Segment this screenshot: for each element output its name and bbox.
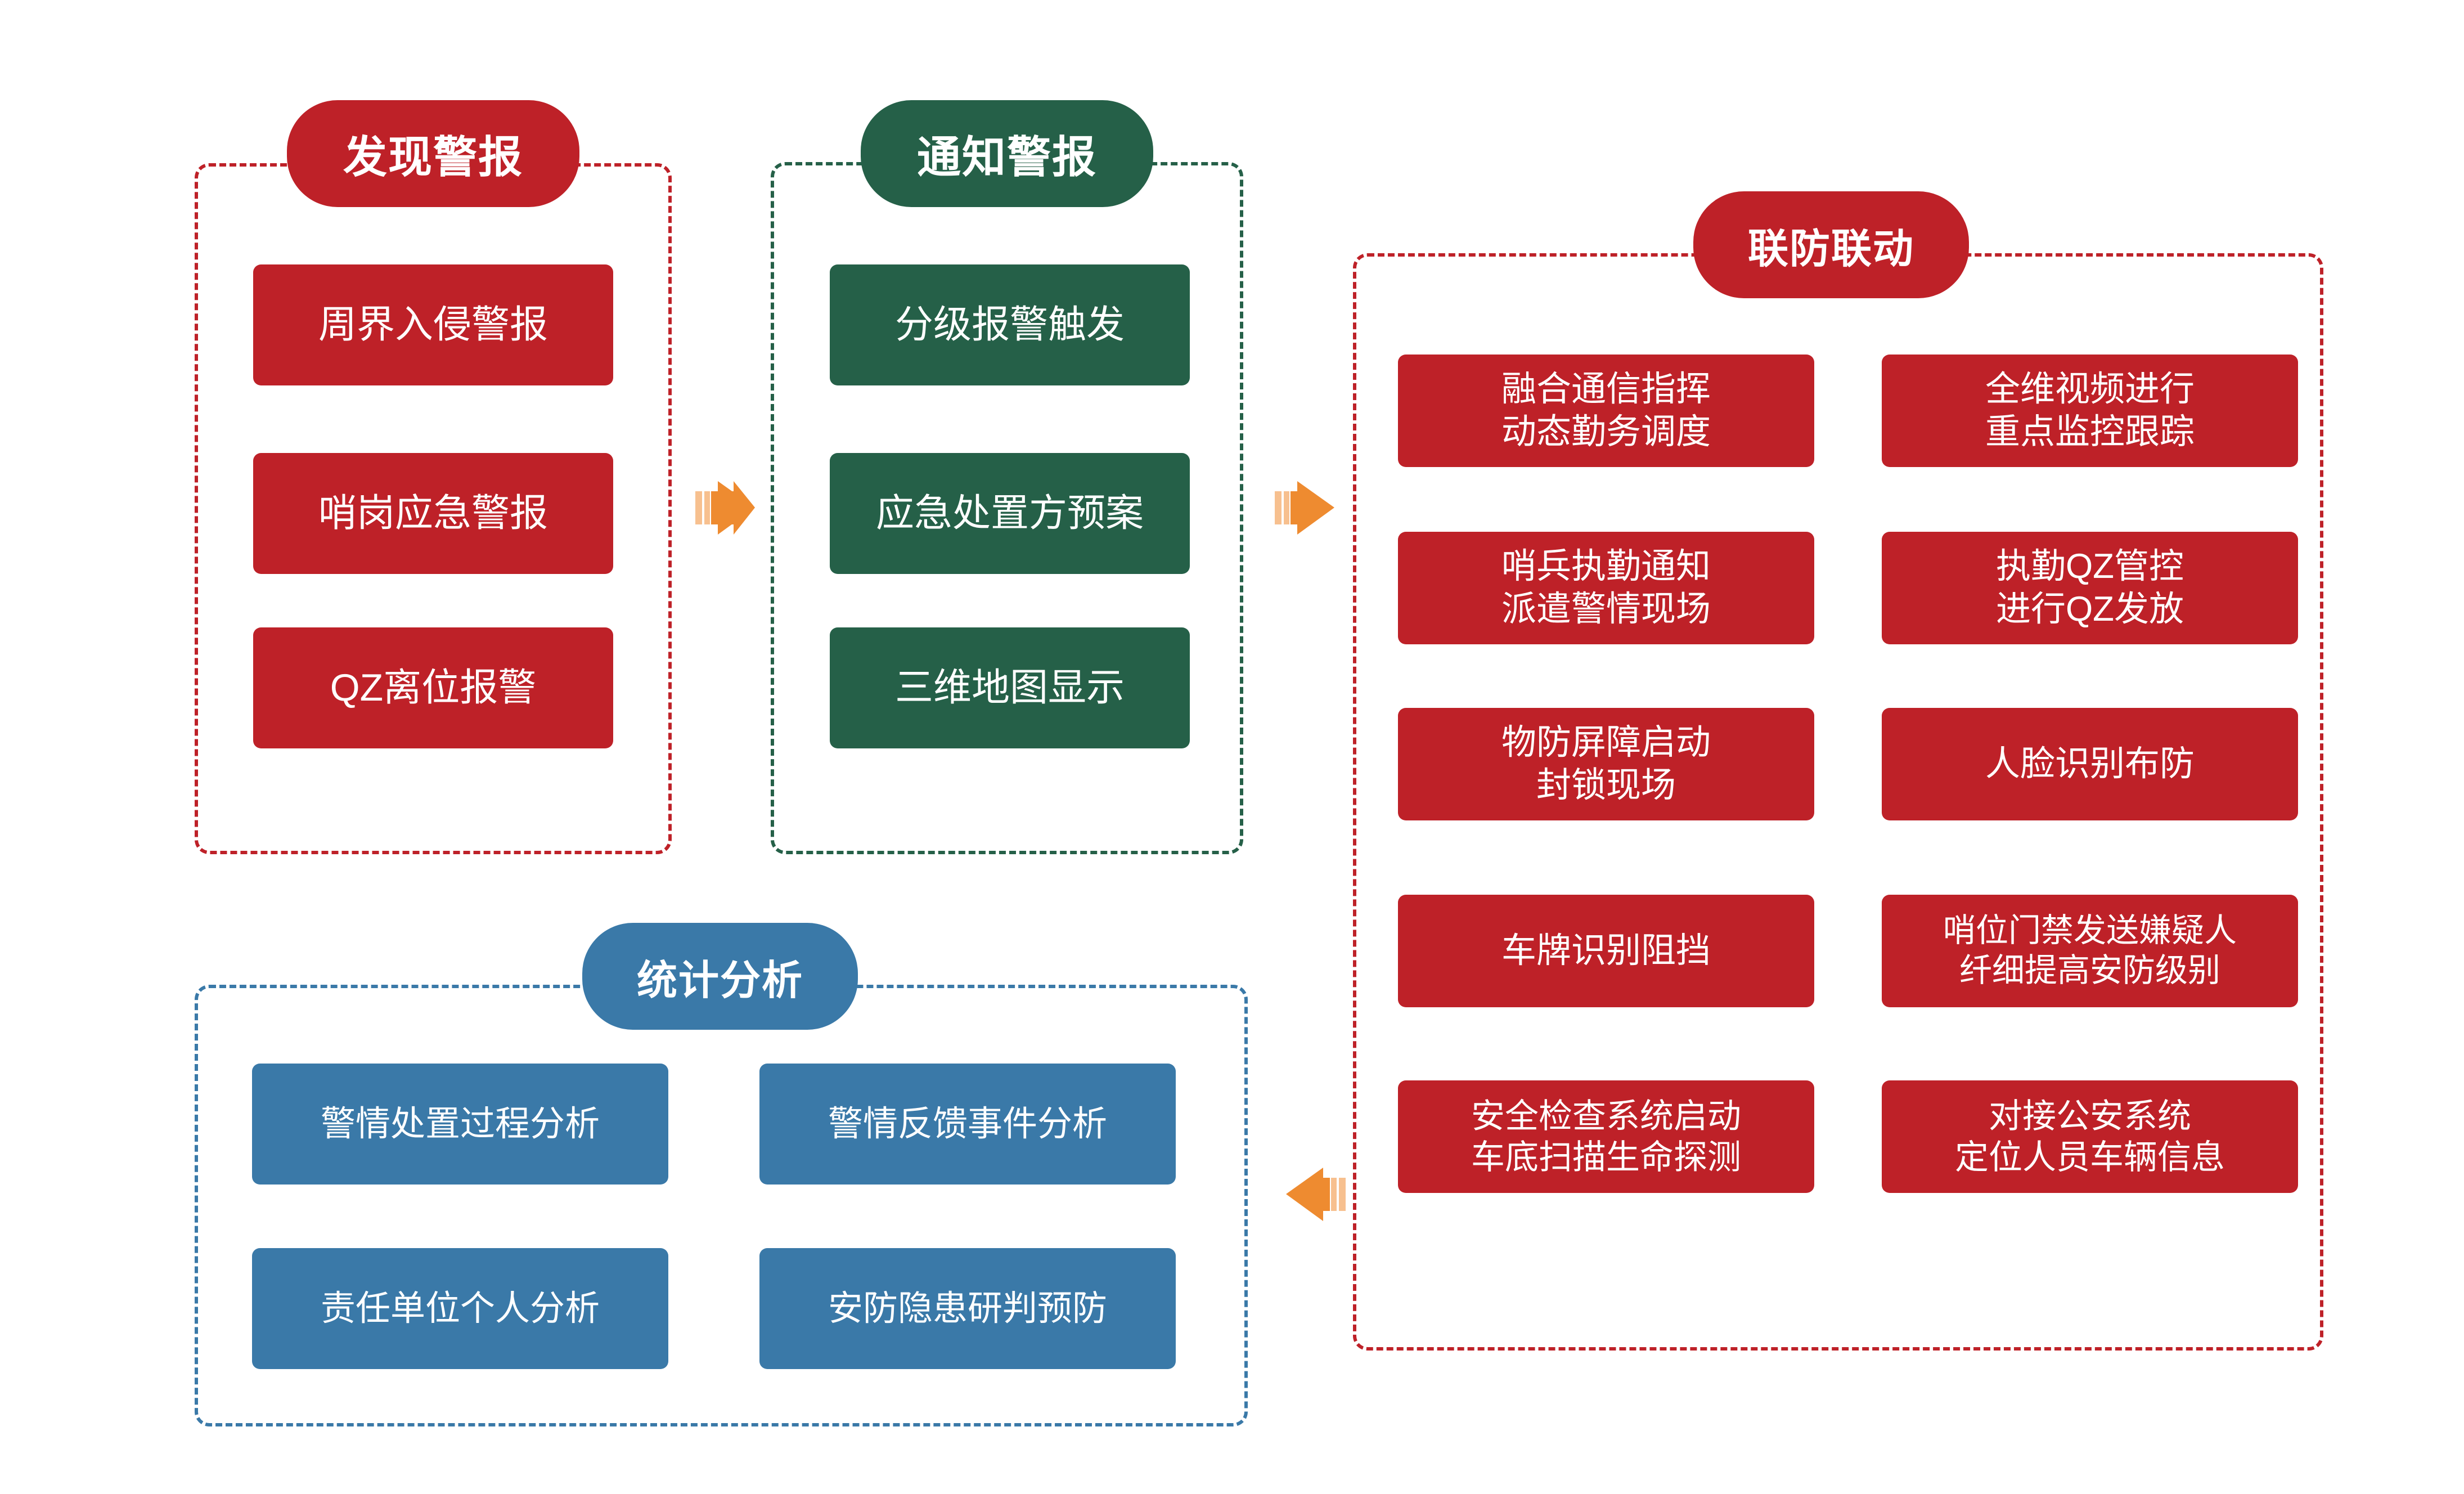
item-label: 责任单位个人分析	[320, 1289, 600, 1328]
item-label-line1: 全维视频进行	[1985, 370, 2195, 409]
item-security-risk-prediction[interactable]: 安防隐患研判预防	[759, 1248, 1176, 1369]
item-label: 警情处置过程分析	[320, 1104, 600, 1143]
item-label-line2: 动态勤务调度	[1501, 412, 1711, 451]
item-label: 哨岗应急警报	[318, 492, 548, 535]
item-omni-video-tracking[interactable]: 全维视频进行 重点监控跟踪	[1882, 355, 2298, 467]
item-label: 车牌识别阻挡	[1501, 931, 1711, 971]
item-public-security-integration[interactable]: 对接公安系统 定位人员车辆信息	[1882, 1080, 2298, 1193]
item-emergency-plan[interactable]: 应急处置方预案	[830, 453, 1190, 574]
item-label: 三维地图显示	[894, 666, 1125, 710]
item-label-line1: 执勤QZ管控	[1995, 547, 2184, 586]
group-title-discover-alarm[interactable]: 发现警报	[287, 100, 579, 207]
item-label: 警情反馈事件分析	[828, 1104, 1107, 1143]
item-label-line1: 安全检查系统启动	[1471, 1097, 1741, 1135]
group-title-statistics-analysis[interactable]: 统计分析	[582, 923, 858, 1030]
item-label: 人脸识别布防	[1985, 744, 2195, 784]
item-sentry-emergency-alarm[interactable]: 哨岗应急警报	[253, 453, 613, 574]
item-fusion-comm-command[interactable]: 融合通信指挥 动态勤务调度	[1398, 355, 1814, 467]
item-responsible-unit-person-analysis[interactable]: 责任单位个人分析	[252, 1248, 668, 1369]
item-face-recognition-deploy[interactable]: 人脸识别布防	[1882, 708, 2298, 820]
item-label-line1: 对接公安系统	[1989, 1097, 2191, 1135]
group-title-joint-defense[interactable]: 联防联动	[1693, 191, 1969, 298]
item-label: 周界入侵警报	[318, 303, 548, 347]
item-label-line2: 定位人员车辆信息	[1955, 1138, 2225, 1176]
item-duty-qz-control[interactable]: 执勤QZ管控 进行QZ发放	[1882, 532, 2298, 644]
item-post-access-suspect-alert[interactable]: 哨位门禁发送嫌疑人 纤细提高安防级别	[1882, 895, 2298, 1007]
arrow-discover-to-notify	[693, 481, 755, 535]
item-label-line2: 封锁现场	[1536, 766, 1676, 805]
item-plate-recognition-block[interactable]: 车牌识别阻挡	[1398, 895, 1814, 1007]
item-label: 应急处置方预案	[875, 492, 1144, 535]
item-label-line2: 车底扫描生命探测	[1471, 1138, 1741, 1176]
item-label-line1: 哨兵执勤通知	[1501, 547, 1711, 586]
item-label: 安防隐患研判预防	[828, 1289, 1107, 1328]
item-alarm-feedback-event-analysis[interactable]: 警情反馈事件分析	[759, 1064, 1176, 1185]
item-security-check-system[interactable]: 安全检查系统启动 车底扫描生命探测	[1398, 1080, 1814, 1193]
item-label-line2: 纤细提高安防级别	[1959, 952, 2220, 989]
item-label-line2: 进行QZ发放	[1995, 590, 2184, 629]
item-physical-barrier-lockdown[interactable]: 物防屏障启动 封锁现场	[1398, 708, 1814, 820]
arrow-joint-to-statistics	[1286, 1168, 1348, 1221]
item-graded-alarm-trigger[interactable]: 分级报警触发	[830, 264, 1190, 385]
item-label-line1: 物防屏障启动	[1501, 723, 1711, 762]
item-label-line2: 重点监控跟踪	[1985, 412, 2195, 451]
item-sentry-duty-notify[interactable]: 哨兵执勤通知 派遣警情现场	[1398, 532, 1814, 644]
arrow-notify-to-joint	[1273, 481, 1334, 535]
item-label-line2: 派遣警情现场	[1501, 590, 1711, 629]
group-title-notify-alarm[interactable]: 通知警报	[861, 100, 1153, 207]
item-qz-offpost-alarm[interactable]: QZ离位报警	[253, 627, 613, 748]
item-3d-map-display[interactable]: 三维地图显示	[830, 627, 1190, 748]
item-label: 分级报警触发	[894, 303, 1125, 347]
item-perimeter-intrusion-alarm[interactable]: 周界入侵警报	[253, 264, 613, 385]
item-label-line1: 哨位门禁发送嫌疑人	[1943, 912, 2237, 949]
item-alarm-handling-process-analysis[interactable]: 警情处置过程分析	[252, 1064, 668, 1185]
item-label-line1: 融合通信指挥	[1501, 370, 1711, 409]
item-label: QZ离位报警	[330, 666, 537, 710]
